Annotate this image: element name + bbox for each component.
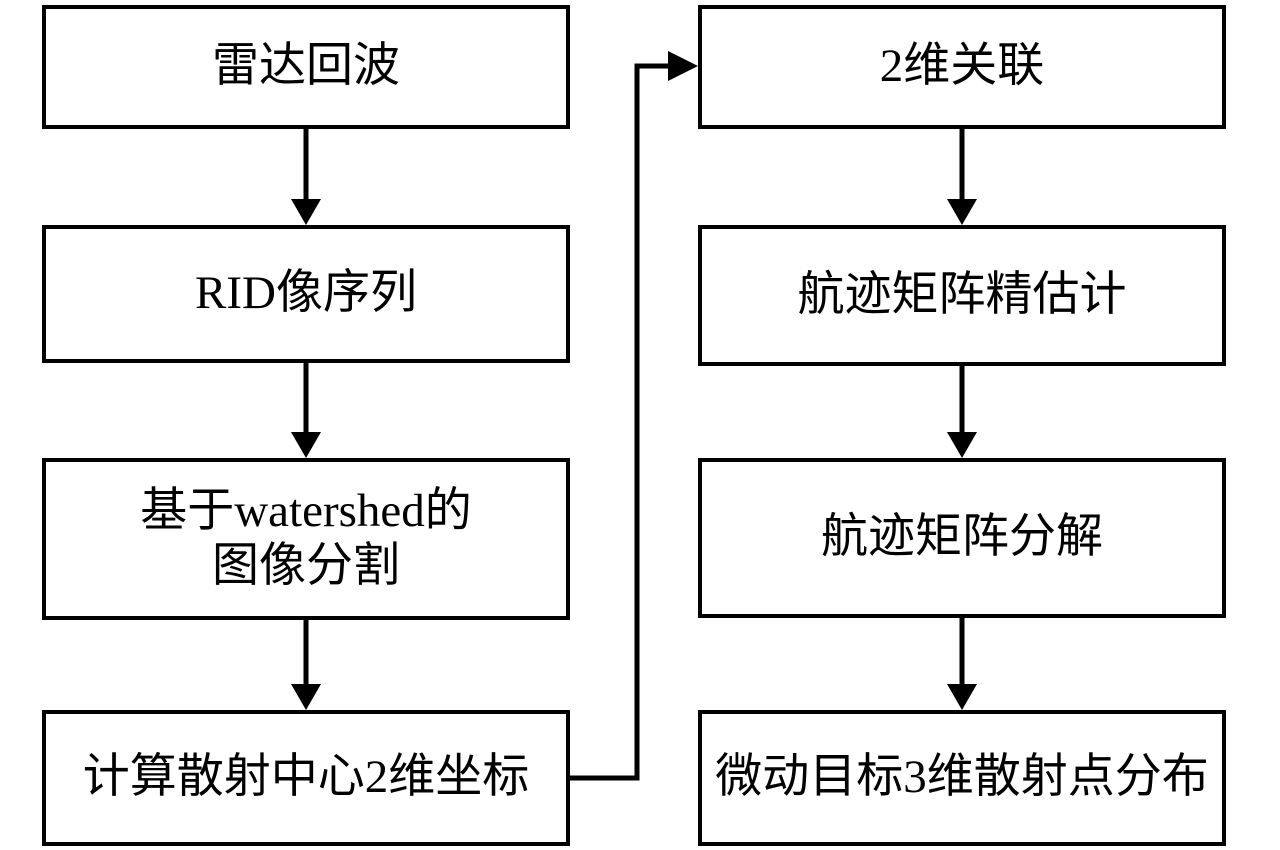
node-micromotion-3d-distribution: 微动目标3维散射点分布 bbox=[698, 710, 1226, 846]
node-label: 雷达回波 bbox=[212, 40, 400, 93]
node-radar-echo: 雷达回波 bbox=[42, 5, 570, 129]
node-label-line2: 图像分割 bbox=[212, 540, 400, 592]
arrow-estimation-to-decomposition bbox=[947, 364, 977, 458]
arrow-decomposition-to-distribution bbox=[947, 616, 977, 710]
arrow-association-to-estimation bbox=[947, 127, 977, 225]
node-label: 航迹矩阵分解 bbox=[821, 511, 1103, 564]
node-track-matrix-estimation: 航迹矩阵精估计 bbox=[698, 225, 1226, 366]
arrow-rid-to-watershed bbox=[291, 361, 321, 458]
node-label-line1: 基于watershed的 bbox=[140, 484, 472, 537]
arrow-watershed-to-center2d bbox=[291, 618, 321, 710]
node-scattering-center-2d: 计算散射中心2维坐标 bbox=[42, 710, 570, 846]
node-2d-association: 2维关联 bbox=[698, 5, 1226, 129]
node-label: 2维关联 bbox=[879, 40, 1045, 93]
arrow-radar-echo-to-rid bbox=[291, 127, 321, 225]
node-label: 航迹矩阵精估计 bbox=[797, 268, 1127, 321]
node-track-matrix-decomposition: 航迹矩阵分解 bbox=[698, 458, 1226, 618]
node-rid-image-sequence: RID像序列 bbox=[42, 225, 570, 363]
arrow-center2d-to-association bbox=[570, 51, 698, 781]
node-label: 微动目标3维散射点分布 bbox=[715, 751, 1209, 804]
node-label: 计算散射中心2维坐标 bbox=[82, 751, 530, 804]
node-watershed-segmentation: 基于watershed的 图像分割 bbox=[42, 458, 570, 620]
node-label: RID像序列 bbox=[195, 267, 417, 320]
